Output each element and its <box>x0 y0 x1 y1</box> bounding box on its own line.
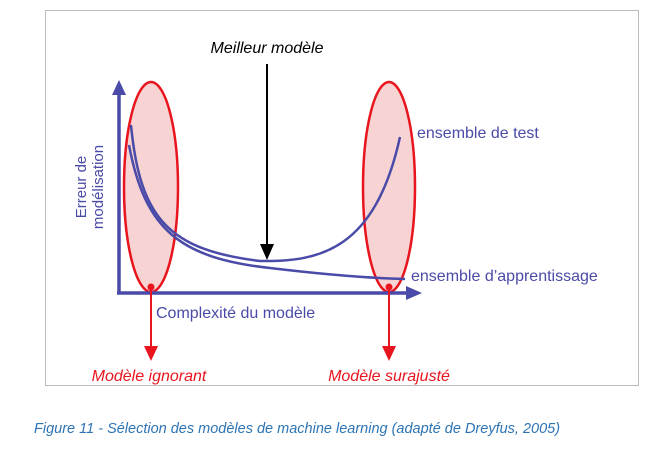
best-model-arrowhead <box>260 244 274 260</box>
x-axis-arrowhead <box>406 286 422 300</box>
overfit-highlight-ellipse <box>361 80 417 294</box>
y-axis-arrowhead <box>112 80 126 95</box>
test-curve-label: ensemble de test <box>417 125 539 142</box>
best-model-label: Meilleur modèle <box>211 40 324 57</box>
y-axis-title: Erreur de modélisation <box>73 145 107 229</box>
model-selection-diagram: Meilleur modèle Erreur de modélisation C… <box>73 40 598 385</box>
test-error-curve <box>129 124 402 263</box>
x-axis-label: Complexité du modèle <box>156 305 315 322</box>
underfit-arrowhead <box>144 346 158 361</box>
y-axis-label-line2: modélisation <box>90 145 107 229</box>
underfit-highlight-ellipse <box>122 80 180 294</box>
training-error-curve <box>127 144 406 281</box>
underfit-label: Modèle ignorant <box>92 368 207 385</box>
train-curve-label: ensemble d’apprentissage <box>411 268 598 285</box>
overfit-arrowhead <box>382 346 396 361</box>
figure-caption: Figure 11 - Sélection des modèles de mac… <box>34 421 561 437</box>
y-axis-label-line1: Erreur de <box>73 156 90 219</box>
overfit-label: Modèle surajusté <box>328 368 450 385</box>
